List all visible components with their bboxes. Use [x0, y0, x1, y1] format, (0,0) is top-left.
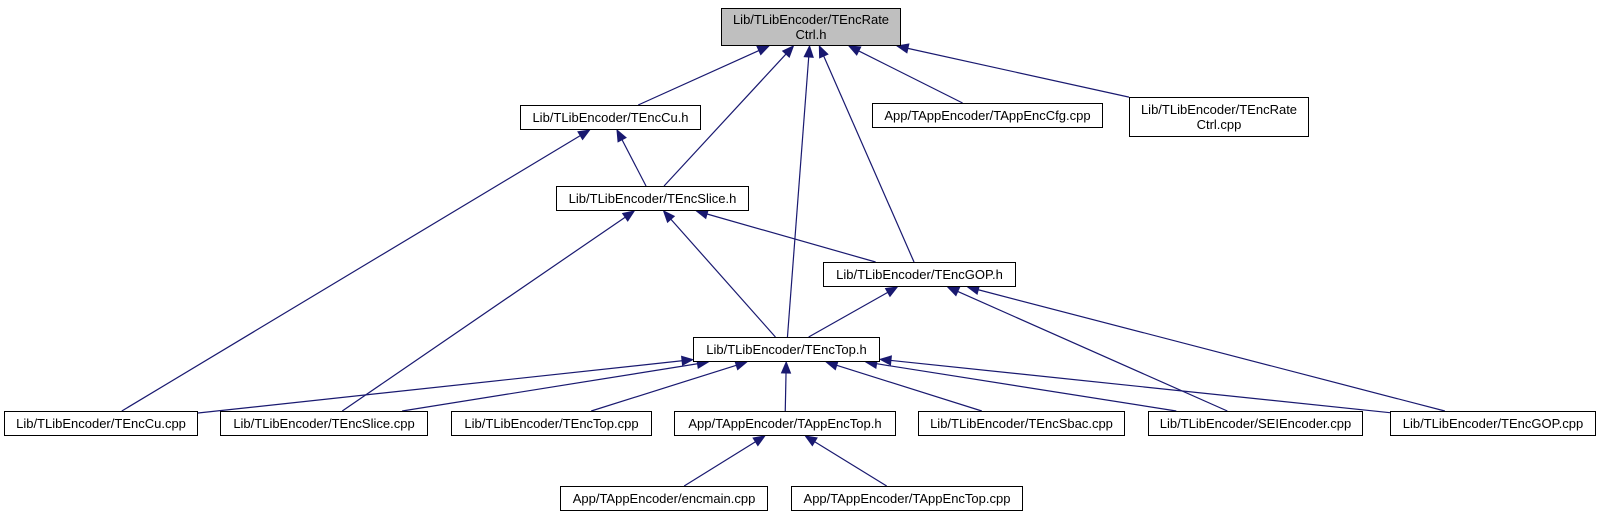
arrowhead-tencgop_h-to-root [818, 44, 829, 59]
node-tappenctop-cpp[interactable]: App/TAppEncoder/TAppEncTop.cpp [791, 486, 1023, 511]
node-tencsbac-cpp[interactable]: Lib/TLibEncoder/TEncSbac.cpp [918, 411, 1125, 436]
arrowhead-tencslice_h-to-root [781, 45, 795, 59]
arrowhead-tencgop_cpp-to-tenctop_h [878, 355, 892, 366]
node-tencratectrl-cpp[interactable]: Lib/TLibEncoder/TEncRate Ctrl.cpp [1129, 97, 1309, 137]
edge-tenctop_h-to-tencgop_h [808, 291, 889, 338]
edge-tenccu_h-to-root [637, 49, 760, 106]
edge-tencsbac_cpp-to-tenctop_h [836, 364, 982, 412]
node-tencgop-cpp[interactable]: Lib/TLibEncoder/TEncGOP.cpp [1390, 411, 1596, 436]
arrowhead-tenccu_cpp-to-tenctop_h [681, 355, 695, 367]
edge-tenctop_h-to-tencslice_h [670, 218, 776, 338]
node-seiencoder-cpp[interactable]: Lib/TLibEncoder/SEIEncoder.cpp [1148, 411, 1363, 436]
arrowhead-tencslice_cpp-to-tencslice_h [621, 210, 636, 222]
arrowhead-tappenctop_h-to-tenctop_h [780, 360, 792, 374]
edge-tenccu_cpp-to-tenccu_h [121, 135, 581, 412]
edge-tappenctop_h-to-tenctop_h [784, 372, 787, 412]
node-tappenctop-h[interactable]: App/TAppEncoder/TAppEncTop.h [674, 411, 896, 436]
arrowhead-tencratectrl_cpp-to-root [895, 43, 910, 54]
edge-seiencoder_cpp-to-tenctop_h [876, 363, 1177, 412]
edge-tencratectrl_cpp-to-root [907, 47, 1130, 98]
arrowhead-tappenctop_cpp-to-tappenctop_h [804, 435, 818, 447]
edge-encmain_cpp-to-tappenctop_h [683, 441, 756, 487]
arrowhead-tenctop_cpp-to-tenctop_h [734, 360, 749, 371]
edge-tencgop_cpp-to-tenctop_h [890, 359, 1391, 414]
edge-tenctop_cpp-to-tenctop_h [591, 364, 737, 412]
arrowhead-tenccu_cpp-to-tenccu_h [577, 129, 591, 141]
edge-tenctop_h-to-root [786, 56, 810, 338]
arrowhead-tenctop_h-to-tencgop_h [884, 286, 899, 298]
arrowhead-tencslice_h-to-tenccu_h [616, 128, 627, 143]
edge-tenccu_cpp-to-tenctop_h [197, 360, 683, 414]
arrowhead-tencsbac_cpp-to-tenctop_h [824, 360, 839, 371]
node-tenctop-cpp[interactable]: Lib/TLibEncoder/TEncTop.cpp [451, 411, 652, 436]
edge-tappenccfg_cpp-to-root [858, 50, 963, 104]
edge-tencslice_h-to-tenccu_h [621, 139, 647, 187]
edge-tappenctop_cpp-to-tappenctop_h [814, 441, 887, 487]
arrowhead-seiencoder_cpp-to-tencgop_h [946, 286, 961, 297]
node-tencslice-h[interactable]: Lib/TLibEncoder/TEncSlice.h [556, 186, 749, 211]
node-tenccu-cpp[interactable]: Lib/TLibEncoder/TEncCu.cpp [4, 411, 198, 436]
arrowhead-tenctop_h-to-tencslice_h [662, 210, 676, 224]
edge-tencgop_h-to-tencslice_h [706, 213, 876, 263]
node-tencslice-cpp[interactable]: Lib/TLibEncoder/TEncSlice.cpp [220, 411, 428, 436]
node-tenctop-h[interactable]: Lib/TLibEncoder/TEncTop.h [693, 337, 880, 362]
edge-tencgop_h-to-root [823, 55, 915, 263]
node-tencratectrl-h: Lib/TLibEncoder/TEncRate Ctrl.h [721, 8, 901, 46]
arrowhead-tenctop_h-to-root [803, 44, 814, 58]
arrowhead-tenccu_h-to-root [756, 45, 771, 56]
arrowhead-tappenccfg_cpp-to-root [847, 45, 862, 56]
edge-tencslice_h-to-root [663, 53, 787, 187]
node-encmain-cpp[interactable]: App/TAppEncoder/encmain.cpp [560, 486, 768, 511]
node-tenccu-h[interactable]: Lib/TLibEncoder/TEncCu.h [520, 105, 701, 130]
edge-tencgop_cpp-to-tencgop_h [978, 289, 1446, 412]
edge-tencslice_cpp-to-tencslice_h [341, 216, 626, 412]
node-tencgop-h[interactable]: Lib/TLibEncoder/TEncGOP.h [823, 262, 1016, 287]
edge-tencslice_cpp-to-tenctop_h [402, 363, 698, 412]
node-tappenccfg-cpp[interactable]: App/TAppEncoder/TAppEncCfg.cpp [872, 103, 1103, 128]
arrowhead-encmain_cpp-to-tappenctop_h [752, 435, 766, 447]
edge-seiencoder_cpp-to-tencgop_h [957, 290, 1228, 412]
